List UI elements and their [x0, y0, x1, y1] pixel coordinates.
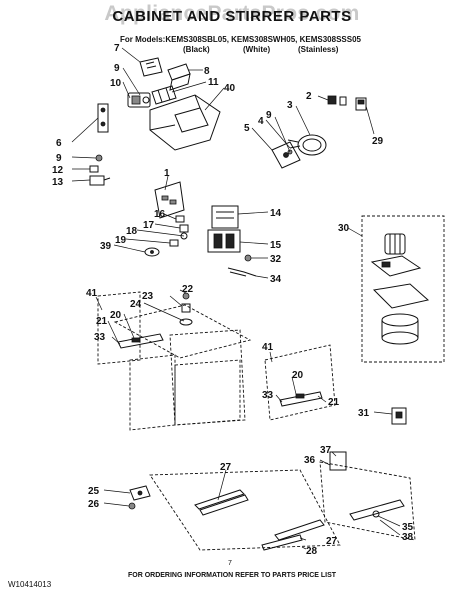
callout-20-right: 20: [292, 370, 304, 381]
finish-black: (Black): [183, 45, 210, 54]
clip-part-2: [327, 95, 347, 106]
callout-1: 1: [164, 168, 170, 179]
callout-39: 39: [100, 241, 112, 252]
watermark: AppliancePartsPros.com: [104, 2, 360, 25]
callout-26: 26: [88, 499, 100, 510]
cabinet-front-frame: [113, 304, 252, 431]
callout-3: 3: [287, 100, 293, 111]
callout-6: 6: [56, 138, 62, 149]
switch-part-13: [89, 175, 111, 186]
callout-36: 36: [304, 455, 316, 466]
callout-33-left: 33: [94, 332, 106, 343]
callout-32: 32: [270, 254, 282, 265]
callout-33-right: 33: [262, 390, 274, 401]
callout-31: 31: [358, 408, 370, 419]
page-title: CABINET AND STIRRER PARTS: [112, 8, 352, 25]
callout-9-right: 9: [266, 110, 272, 121]
callout-27-top: 27: [220, 462, 232, 473]
stirrer-bracket-part-5: [271, 141, 301, 169]
callout-10: 10: [110, 78, 122, 89]
callout-23: 23: [142, 291, 154, 302]
callout-40: 40: [224, 83, 236, 94]
callout-5: 5: [244, 123, 250, 134]
transformer-part-15: [207, 229, 241, 253]
callout-4: 4: [258, 116, 264, 127]
callout-41-right: 41: [262, 342, 274, 353]
fuse-part-19: [169, 239, 179, 247]
callout-2: 2: [306, 91, 312, 102]
rear-bracket-right: [319, 451, 416, 541]
callout-15: 15: [270, 240, 282, 251]
cabinet-base: [149, 469, 341, 551]
sensor-part-39: [144, 247, 160, 257]
screw-part-32: [244, 254, 252, 262]
callout-35: 35: [402, 522, 414, 533]
callout-41-left: 41: [86, 288, 98, 299]
cabinet-left-side-panel: [97, 291, 141, 365]
screw-part-26: [128, 502, 136, 510]
callout-7: 7: [114, 43, 120, 54]
latch-part-31: [391, 407, 407, 425]
switch-part-16: [175, 215, 185, 223]
screw-part-9-left: [95, 154, 103, 162]
switch-part-17: [179, 224, 189, 233]
callout-38: 38: [402, 532, 414, 543]
model-list: For Models:KEMS308SBL05, KEMS308SWH05, K…: [120, 35, 361, 44]
stirrer-cover-assembly-part-30: [361, 215, 445, 363]
callout-12: 12: [52, 165, 64, 176]
callout-11: 11: [208, 77, 219, 88]
control-board-part-1: [154, 181, 185, 219]
callout-8: 8: [204, 66, 210, 77]
callout-19: 19: [115, 235, 127, 246]
stirrer-motor-part-3: [287, 134, 327, 156]
callout-28: 28: [306, 546, 318, 557]
callout-21-left: 21: [96, 316, 108, 327]
latch-part-29: [355, 97, 367, 111]
callout-21-right: 21: [328, 397, 340, 408]
fan-part-11: [151, 85, 177, 105]
hinge-bracket-right: [264, 344, 336, 421]
callout-37: 37: [320, 445, 332, 456]
callout-27-bottom: 27: [326, 536, 338, 547]
connector-part-18: [180, 232, 188, 240]
stirrer-shaft-part-4: [289, 145, 301, 149]
duct-part-40: [149, 94, 221, 151]
washer-part-24: [179, 318, 193, 326]
vent-cover-part-7: [139, 57, 163, 77]
hinge-part-6: [97, 103, 109, 133]
callout-22: 22: [182, 284, 194, 295]
callout-30: 30: [338, 223, 350, 234]
callout-9-left: 9: [56, 153, 62, 164]
callout-14: 14: [270, 208, 282, 219]
callout-labels: 7 8 9 10 11 40 6 9 12 13 5 4 9 3 2 29 1 …: [52, 43, 414, 557]
magnetron-part-14: [211, 205, 239, 229]
motor-part-10: [127, 92, 151, 108]
finish-stainless: (Stainless): [298, 45, 339, 54]
leader-lines: [71, 47, 401, 550]
callout-16: 16: [154, 209, 166, 220]
page-number: 7: [228, 560, 232, 567]
callout-13: 13: [52, 177, 64, 188]
document-number: W10414013: [8, 580, 52, 589]
finish-white: (White): [243, 45, 271, 54]
callout-25: 25: [88, 486, 100, 497]
callout-20-left: 20: [110, 310, 122, 321]
thermostat-part-12: [89, 165, 99, 173]
foot-part-25: [129, 485, 151, 501]
hinge-part-23: [181, 303, 191, 313]
callout-24: 24: [130, 299, 142, 310]
callout-34: 34: [270, 274, 282, 285]
callout-17: 17: [143, 220, 155, 231]
ordering-note: FOR ORDERING INFORMATION REFER TO PARTS …: [127, 572, 337, 579]
callout-18: 18: [126, 226, 138, 237]
callout-9-top: 9: [114, 63, 120, 74]
callout-29: 29: [372, 136, 384, 147]
rail-part-33-left: [117, 333, 164, 349]
bracket-part-34: [227, 267, 257, 277]
